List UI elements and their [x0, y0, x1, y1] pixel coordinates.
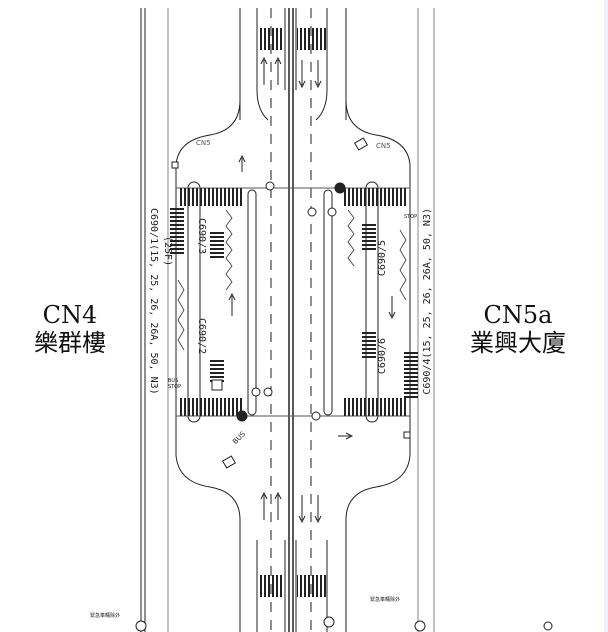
signal-poles [135, 181, 553, 632]
stop-label-right-main: C690/4(15, 25, 26, 26A, 50, N3) [422, 208, 433, 395]
building-code-left: CN4 [42, 301, 98, 329]
lane-arrows [228, 56, 396, 524]
bus-stop-marking-left: BUS STOP [168, 378, 182, 390]
zigzag-markings [177, 209, 407, 351]
building-label-left: CN4 樂群樓 [22, 301, 118, 357]
island-left-road [247, 189, 257, 416]
building-code-right: CN5a [483, 301, 553, 329]
right-edge-strip [604, 0, 608, 632]
cn5-label-top-left: CN5 [196, 139, 211, 147]
building-name-right: 業興大廈 [470, 328, 566, 357]
stop-label-left-2: C690/2 [196, 318, 207, 355]
stop-label-right-5: C690/5 [377, 240, 388, 277]
cn5-label-top-right: CN5 [376, 142, 391, 150]
stop-label-left-sub: (25F) [162, 236, 173, 267]
emergency-note-right: 緊急車輛除外 [370, 597, 401, 603]
stop-label-left-main: C690/1(15, 25, 26, 26A, 50, N3) [148, 208, 159, 395]
building-label-right: CN5a 業興大廈 [458, 301, 578, 357]
crossing-hatching [170, 28, 418, 597]
island-right [365, 181, 379, 423]
stop-label-left-3: C690/3 [196, 218, 207, 255]
stop-marking-right: STOP [404, 214, 418, 220]
island-right-road [323, 189, 333, 416]
emergency-note-left: 緊急車輛除外 [90, 613, 121, 619]
stop-label-right-6: C690/6 [377, 338, 388, 375]
island-left [187, 181, 201, 423]
building-name-left: 樂群樓 [34, 328, 106, 357]
street-furniture [171, 137, 411, 469]
